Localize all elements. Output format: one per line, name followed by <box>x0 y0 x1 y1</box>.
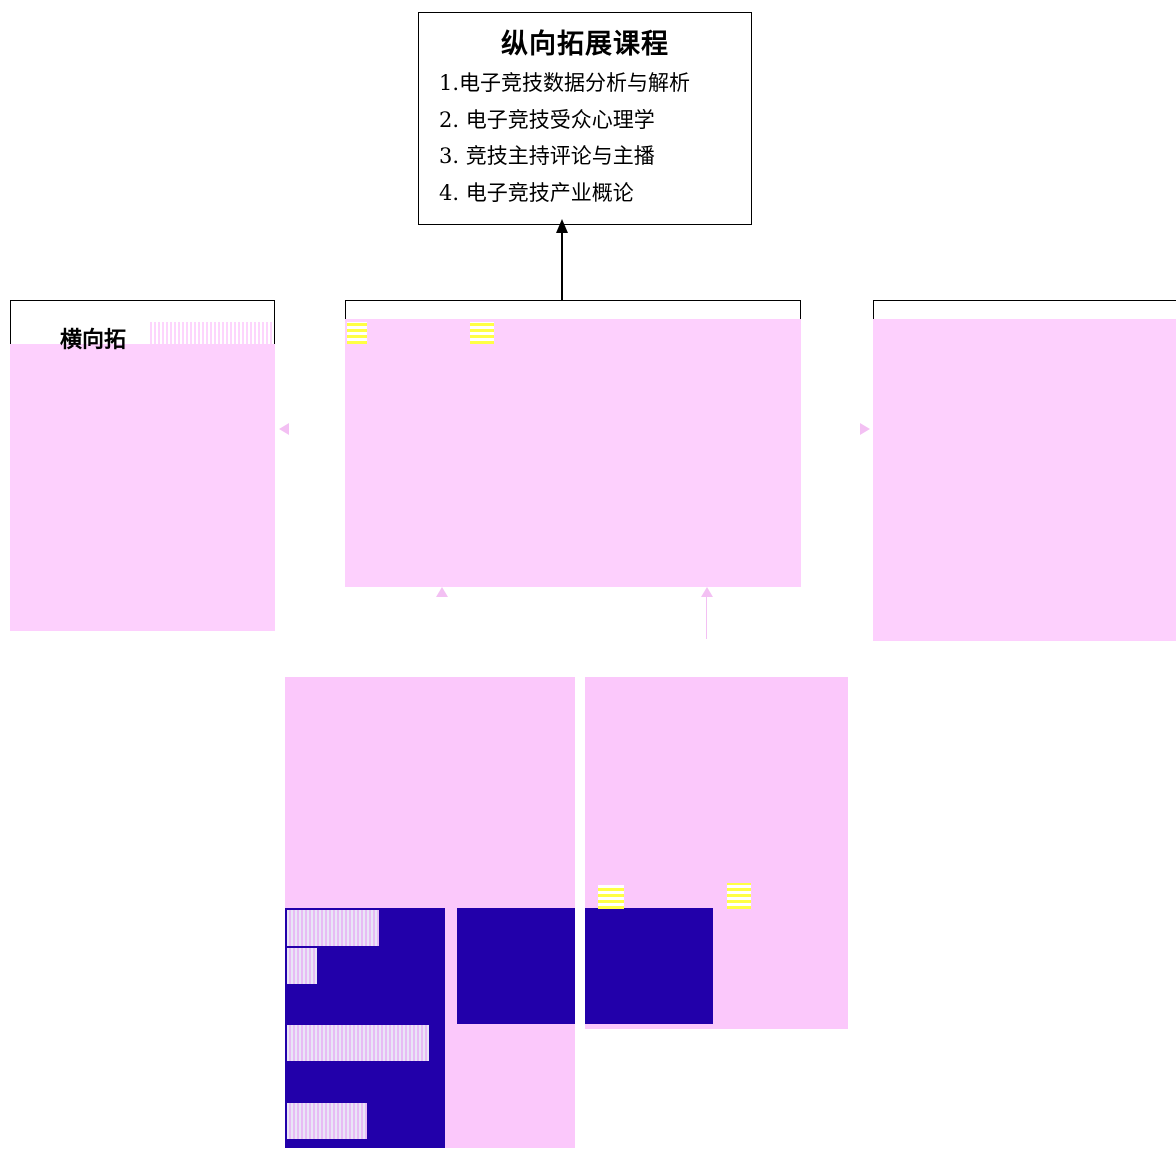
rendering-artifact <box>727 883 751 909</box>
course-item: 4. 电子竞技产业概论 <box>439 180 634 205</box>
course-item: 2. 电子竞技受众心理学 <box>439 107 655 132</box>
horizontal-extension-box-fill <box>10 344 275 631</box>
rendering-artifact <box>347 322 367 344</box>
core-courses-box-fill <box>345 319 801 587</box>
right-arrow-icon <box>860 423 870 435</box>
vertical-extension-courses-box: 纵向拓展课程 1.电子竞技数据分析与解析 2. 电子竞技受众心理学 3. 竞技主… <box>418 12 752 225</box>
connector-line <box>706 597 707 639</box>
course-item: 1.电子竞技数据分析与解析 <box>439 71 691 95</box>
course-item: 3. 竞技主持评论与主播 <box>439 144 655 168</box>
up-arrow-icon <box>701 587 713 597</box>
bottom-left-box-fill <box>285 677 575 909</box>
rendering-artifact <box>287 910 379 946</box>
bottom-right-dark-block <box>585 908 713 1024</box>
rendering-artifact <box>287 1103 367 1139</box>
right-box-fill <box>873 319 1176 641</box>
vertical-extension-title: 纵向拓展课程 <box>501 29 669 60</box>
bottom-left-dark-block-inner <box>457 908 575 1024</box>
up-arrow-icon <box>436 587 448 597</box>
rendering-artifact <box>470 322 494 344</box>
horizontal-extension-title: 横向拓 <box>60 327 127 353</box>
rendering-artifact <box>148 322 274 344</box>
connector-arrow-head <box>556 219 568 233</box>
rendering-artifact <box>287 948 317 984</box>
connector-arrow-line <box>561 232 563 318</box>
vertical-extension-course-list: 1.电子竞技数据分析与解析 2. 电子竞技受众心理学 3. 竞技主持评论与主播 … <box>419 65 751 211</box>
left-arrow-icon <box>279 423 289 435</box>
rendering-artifact <box>598 885 624 909</box>
rendering-artifact <box>287 1025 429 1061</box>
